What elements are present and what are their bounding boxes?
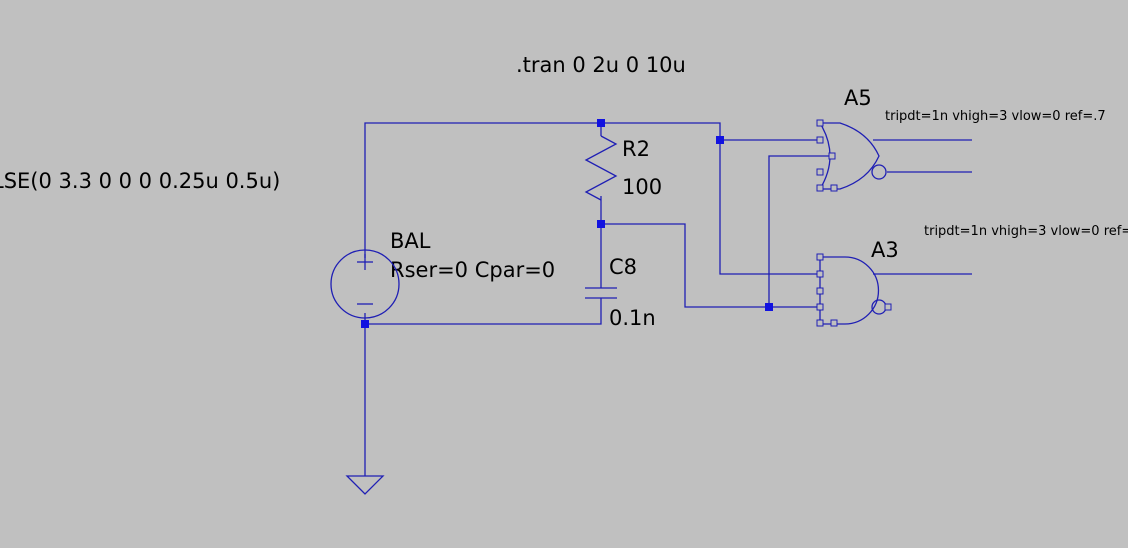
capacitor-name[interactable]: C8: [609, 255, 637, 279]
source-name[interactable]: BAL: [390, 229, 431, 253]
junction-rc: [597, 220, 605, 228]
wire-or-outputs[interactable]: [873, 139, 972, 173]
and-gate-params[interactable]: tripdt=1n vhigh=3 vlow=0 ref=.7: [924, 224, 1128, 239]
junction-ground: [361, 320, 369, 328]
junction-vdd: [716, 136, 724, 144]
wire-rc-node[interactable]: [600, 196, 820, 308]
source-params[interactable]: Rser=0 Cpar=0: [390, 258, 555, 282]
capacitor-symbol[interactable]: [585, 287, 617, 299]
capacitor-value[interactable]: 0.1n: [609, 306, 656, 330]
wire-cap-bottom[interactable]: [365, 298, 602, 325]
source-value[interactable]: LSE(0 3.3 0 0 0 0.25u 0.5u): [0, 169, 280, 193]
or-gate-params[interactable]: tripdt=1n vhigh=3 vlow=0 ref=.7: [885, 109, 1106, 124]
tran-directive[interactable]: .tran 0 2u 0 10u: [516, 53, 686, 77]
wire-vdd-to-and-top[interactable]: [719, 140, 820, 275]
junction-dots: [361, 119, 773, 328]
wire-rc-to-or-mid[interactable]: [768, 155, 832, 307]
or-gate-name[interactable]: A5: [844, 86, 872, 110]
or-gate-symbol[interactable]: [816, 119, 887, 192]
junction-top: [597, 119, 605, 127]
resistor-value[interactable]: 100: [622, 175, 662, 199]
resistor-name[interactable]: R2: [622, 137, 650, 161]
wire-top-rail[interactable]: [364, 122, 820, 258]
ground-symbol[interactable]: [345, 475, 385, 495]
and-gate-symbol[interactable]: [816, 253, 892, 327]
resistor-symbol[interactable]: [584, 135, 618, 201]
junction-rc-gate: [765, 303, 773, 311]
voltage-source-symbol[interactable]: [330, 249, 400, 319]
and-gate-name[interactable]: A3: [871, 238, 899, 262]
